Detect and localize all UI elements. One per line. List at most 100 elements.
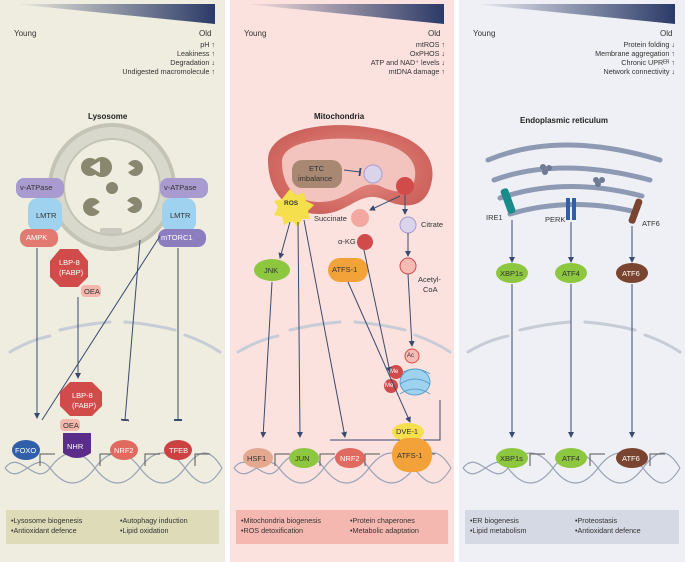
ros-burst [274, 189, 314, 227]
lyso-metric: pH ↑ [200, 40, 215, 49]
mtorc1-label: mTORC1 [161, 233, 193, 242]
ribosomes [540, 164, 605, 187]
succinate-node [351, 209, 369, 227]
outcome-col: •Mitochondria biogenesis •ROS detoxifica… [241, 516, 321, 536]
atf6-er [628, 198, 643, 224]
oea-top-label: OEA [84, 287, 100, 296]
lysosome-outcomes: •Lysosome biogenesis •Antioxidant defenc… [6, 511, 219, 544]
lyso-metric: Undigested macromolecule ↑ [122, 67, 215, 76]
citrate-label: Citrate [421, 220, 444, 229]
atf4-cyto [555, 263, 587, 283]
dve1-label: DVE-1 [396, 427, 419, 436]
xbp1s-nucleus [496, 448, 528, 468]
imbalance-label: imbalance [298, 174, 333, 183]
succinate-label: Succinate [314, 214, 347, 223]
tca-node-1 [363, 164, 383, 184]
outcome-col: •Lysosome biogenesis •Antioxidant defenc… [11, 516, 82, 536]
v-atpase-left [16, 178, 64, 198]
age-gradient-er [473, 4, 675, 24]
acetyl-coa-node [399, 257, 417, 275]
v-atpase-left-label: v-ATPase [20, 183, 53, 192]
young-label-lyso: Young [14, 29, 37, 38]
outcome-item: •Autophagy induction [120, 516, 188, 525]
atfs1-nucleus-label: ATFS-1 [397, 451, 423, 460]
age-gradient-mito [244, 4, 444, 24]
mtorc1 [158, 229, 206, 247]
lysosome-title: Lysosome [88, 112, 128, 121]
outcome-item: •Lipid metabolism [470, 526, 527, 535]
atfs1-cyto-label: ATFS-1 [332, 265, 358, 274]
er-outcomes: •ER biogenesis •Lipid metabolism •Proteo… [465, 511, 679, 544]
outcome-item: •Lipid oxidation [120, 526, 169, 535]
perk-label: PERK [545, 215, 566, 224]
mito-metric: ATP and NAD⁺ levels ↓ [370, 58, 445, 67]
tca-node-2 [396, 177, 414, 195]
lyso-metric: Leakiness ↑ [177, 49, 215, 58]
lbp8-nucleus [60, 382, 102, 416]
outcome-item: •Antioxidant defence [575, 526, 641, 535]
atf4-nucleus-label: ATF4 [562, 454, 580, 463]
old-label-mito: Old [428, 29, 441, 38]
jnk-label: JNK [264, 266, 279, 275]
perk-b [572, 198, 576, 220]
xbp1s-cyto-label: XBP1s [500, 269, 523, 278]
outcome-col: •Autophagy induction •Lipid oxidation [120, 516, 188, 536]
ampk [20, 229, 58, 247]
young-label-er: Young [473, 29, 496, 38]
xbp1s-nucleus-label: XBP1s [500, 454, 523, 463]
ire1 [500, 188, 516, 214]
etc-imbalance [292, 160, 342, 188]
oea-nucleus-label: OEA [63, 421, 79, 430]
citrate-node [399, 216, 417, 234]
lbp8-top-label: LBP-8 [59, 258, 80, 267]
outcome-item: •ER biogenesis [470, 516, 519, 525]
akg-label: α-KG [338, 237, 356, 246]
dve1 [392, 423, 424, 441]
atfs1-cyto [328, 258, 368, 282]
foxo-label: FOXO [15, 446, 37, 455]
outcome-item: •Protein chaperones [350, 516, 415, 525]
mito-outcomes: •Mitochondria biogenesis •ROS detoxifica… [236, 511, 448, 544]
nrf2-lyso [110, 440, 138, 460]
nhr-label: NHR [67, 442, 84, 451]
er-title: Endoplasmic reticulum [520, 116, 609, 125]
ac-label: Ac [407, 353, 415, 359]
atf6-er-label: ATF6 [642, 219, 660, 228]
jnk [254, 259, 290, 281]
xbp1s-cyto [496, 263, 528, 283]
outcome-item: •ROS detoxification [241, 526, 304, 535]
nhr [63, 433, 91, 458]
fabp-top-label: (FABP) [59, 268, 84, 277]
coa-label: CoA [423, 285, 438, 294]
ros-label: ROS [284, 200, 299, 207]
old-label-lyso: Old [199, 29, 212, 38]
outcome-item: •Metabolic adaptation [350, 526, 419, 535]
foxo [12, 440, 40, 460]
jun [289, 448, 319, 468]
outcome-item: •Proteostasis [575, 516, 618, 525]
acetyl-label: Acetyl- [418, 275, 441, 284]
outcome-item: •Antioxidant defence [11, 526, 77, 535]
atfs1-nucleus [392, 438, 432, 472]
er-metric: Network connectivity ↓ [603, 67, 676, 76]
mito-title: Mitochondria [314, 112, 365, 121]
atf6-cyto [616, 263, 648, 283]
outcome-col: •Protein chaperones •Metabolic adaptatio… [350, 516, 419, 536]
lmtr-right-label: LMTR [170, 211, 191, 220]
age-gradient-lysosome [14, 4, 215, 24]
nrf2-lyso-label: NRF2 [114, 446, 134, 455]
young-label-mito: Young [244, 29, 267, 38]
jun-label: JUN [295, 454, 310, 463]
er-outcome-box [465, 510, 679, 544]
mito-metric: mtDNA damage ↑ [388, 67, 445, 76]
atf6-nucleus-label: ATF6 [622, 454, 640, 463]
outcome-item: •Mitochondria biogenesis [241, 516, 322, 525]
outcome-item: •Lysosome biogenesis [11, 516, 83, 525]
hsf1-label: HSF1 [247, 454, 267, 463]
nrf2-mito-label: NRF2 [340, 454, 360, 463]
lyso-metric: Degradation ↓ [170, 58, 215, 67]
nuclear-envelope [8, 320, 682, 354]
mito-metric: OxPHOS ↓ [409, 49, 445, 58]
atf4-nucleus [555, 448, 587, 468]
